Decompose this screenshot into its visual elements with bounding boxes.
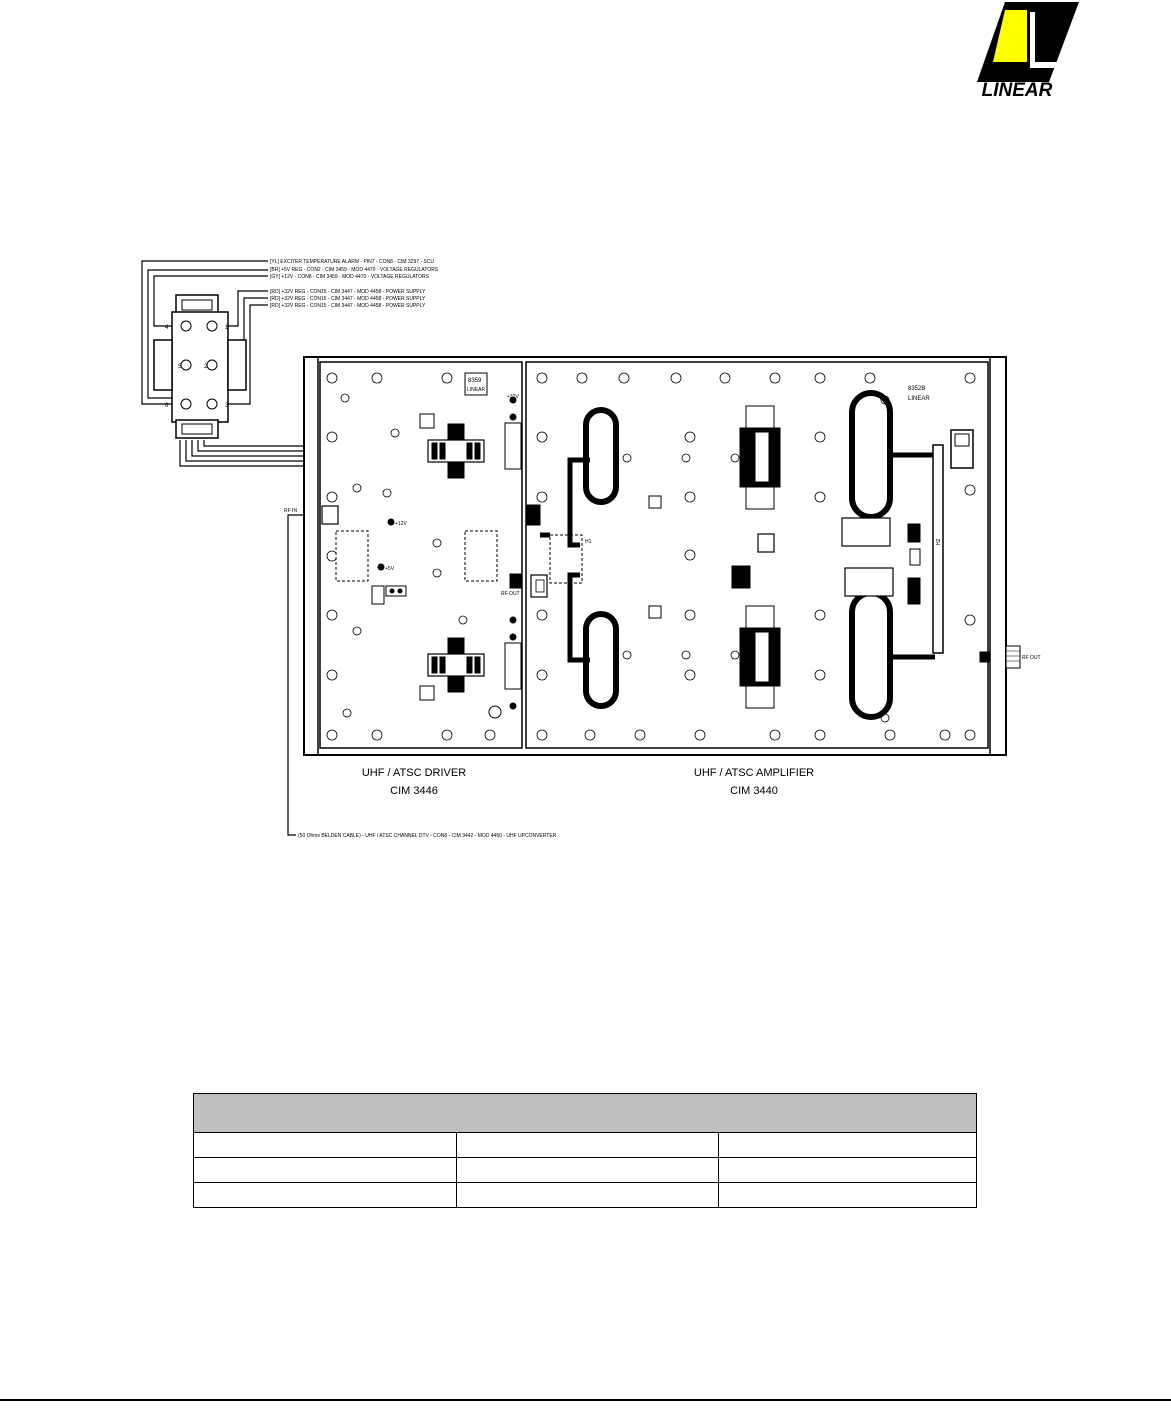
cable-label-rd-3: [RD] +32V REG - CON15 - CIM 3447 - MOD 4… bbox=[270, 303, 426, 309]
amplifier-components bbox=[525, 390, 1021, 720]
cable-label-gy: [GY] +12V - CON8 - CIM 3459 - MOD 4470 -… bbox=[270, 274, 430, 280]
cable-label-rd-1: [RD] +32V REG - CON15 - CIM 3447 - MOD 4… bbox=[270, 289, 426, 295]
amplifier-label-rf-out: RF OUT bbox=[1022, 655, 1041, 661]
driver-board-code: CIM 3446 bbox=[390, 785, 438, 797]
table-header bbox=[193, 1093, 977, 1133]
driver-id-brand: LINEAR bbox=[467, 387, 485, 393]
amplifier-board-title: UHF / ATSC AMPLIFIER bbox=[694, 767, 814, 779]
driver-label-rf-in: RF IN bbox=[284, 508, 297, 514]
rf-input-cable-label: (50 Ohms BELDEN CABLE) - UHF / ATSC CHAN… bbox=[298, 833, 557, 839]
cable-harness bbox=[141, 260, 304, 836]
table-cell bbox=[718, 1157, 977, 1183]
amplifier-label-h1: H1 bbox=[585, 539, 592, 545]
table-cell bbox=[456, 1132, 719, 1158]
table-row bbox=[193, 1182, 977, 1208]
module-chassis bbox=[303, 356, 1007, 756]
table-cell bbox=[718, 1182, 977, 1208]
power-connector bbox=[153, 294, 247, 439]
driver-label-rf-out: RF OUT bbox=[501, 591, 520, 597]
driver-components bbox=[321, 372, 523, 719]
pin-label-6: 6 bbox=[165, 403, 169, 409]
amplifier-label-h2: H2 bbox=[936, 538, 942, 545]
pin-label-1: 1 bbox=[225, 325, 229, 331]
wiring-diagram: [YL] EXCITER TEMPERATURE ALARM - PIN7 - … bbox=[141, 259, 1041, 839]
pin-label-4: 4 bbox=[165, 325, 169, 331]
table-row bbox=[193, 1132, 977, 1158]
footer-rule bbox=[0, 1399, 1171, 1401]
table-cell bbox=[456, 1157, 719, 1183]
cable-label-br: [BR] +5V REG - CON2 - CIM 3459 - MOD 447… bbox=[270, 267, 439, 273]
linear-logo: LINEAR bbox=[977, 2, 1079, 98]
amplifier-id-brand: LINEAR bbox=[908, 396, 930, 402]
amplifier-screws bbox=[536, 372, 976, 741]
table-header-row bbox=[193, 1093, 977, 1133]
table-row bbox=[193, 1157, 977, 1183]
driver-screws bbox=[326, 372, 496, 741]
pin-label-5: 5 bbox=[178, 364, 182, 370]
table-cell bbox=[456, 1182, 719, 1208]
table-cell bbox=[193, 1182, 457, 1208]
amplifier-board-code: CIM 3440 bbox=[730, 785, 778, 797]
driver-label-12v: +12V bbox=[395, 521, 407, 527]
driver-label-32v: +32V bbox=[507, 394, 519, 400]
driver-label-5v: +5V bbox=[385, 566, 395, 572]
logo-text: LINEAR bbox=[982, 80, 1053, 98]
pin-label-3: 3 bbox=[225, 403, 229, 409]
pin-label-2: 2 bbox=[204, 364, 208, 370]
table-cell bbox=[193, 1132, 457, 1158]
cable-label-yl: [YL] EXCITER TEMPERATURE ALARM - PIN7 - … bbox=[270, 259, 434, 265]
cable-label-rd-2: [RD] +32V REG - CON15 - CIM 3447 - MOD 4… bbox=[270, 296, 426, 302]
driver-id-number: 8359 bbox=[468, 378, 482, 384]
table-cell bbox=[193, 1157, 457, 1183]
driver-board-title: UHF / ATSC DRIVER bbox=[362, 767, 466, 779]
table-cell bbox=[718, 1132, 977, 1158]
amplifier-id-number: 8352B bbox=[908, 386, 925, 392]
spec-table bbox=[193, 1093, 977, 1208]
